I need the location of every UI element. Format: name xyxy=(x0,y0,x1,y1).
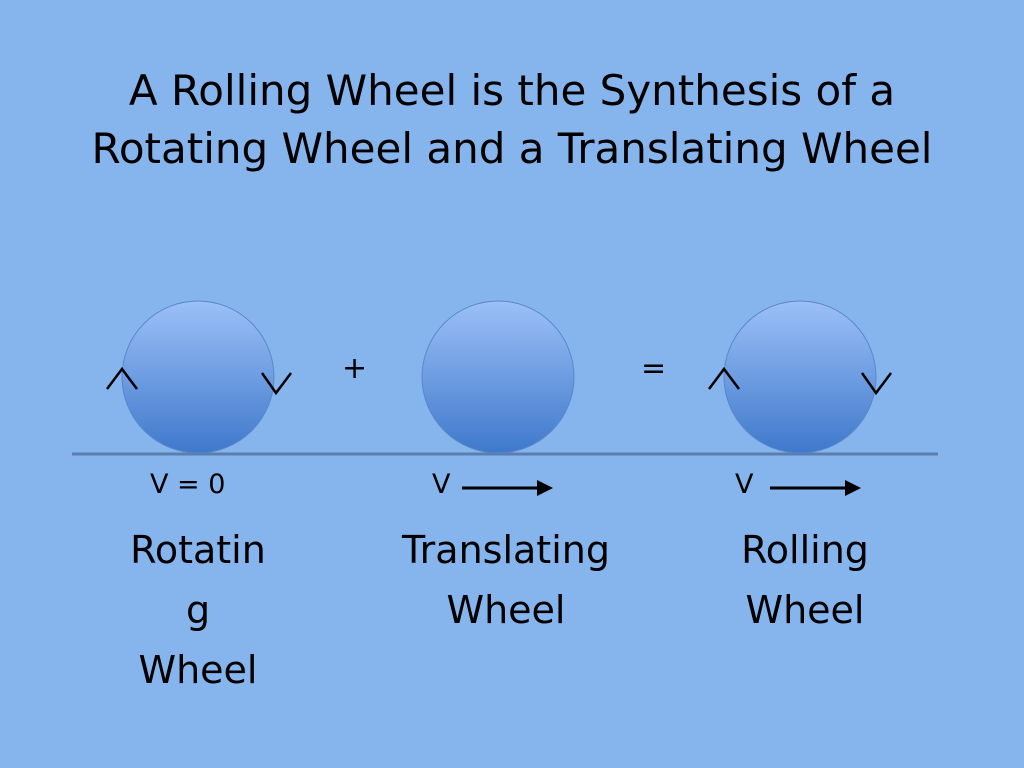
caption-line: Wheel xyxy=(446,588,566,632)
velocity-arrow-icon xyxy=(770,480,861,496)
caption-line: Translating xyxy=(402,528,610,572)
rolling-wheel xyxy=(723,300,877,454)
velocity-label-rolling: V xyxy=(735,469,754,500)
caption-line: g xyxy=(185,588,211,632)
velocity-arrow-icon xyxy=(462,480,553,496)
title-line-2: Rotating Wheel and a Translating Wheel xyxy=(91,124,933,173)
caption-line: Rotatin xyxy=(130,528,266,572)
rotation-arrow-down-icon xyxy=(260,372,292,396)
velocity-label-translating: V xyxy=(432,469,451,500)
title-line-1: A Rolling Wheel is the Synthesis of a xyxy=(128,66,896,115)
caption-translating-wheel: Translating Wheel xyxy=(386,520,626,640)
caption-line: Wheel xyxy=(138,648,258,692)
equals-operator: = xyxy=(641,351,667,386)
slide-title: A Rolling Wheel is the Synthesis of a Ro… xyxy=(0,62,1024,178)
velocity-label-rotating: V = 0 xyxy=(150,469,226,500)
caption-rolling-wheel: Rolling Wheel xyxy=(695,520,915,640)
rotation-arrow-down-icon xyxy=(860,372,892,396)
rotation-arrow-up-icon xyxy=(106,366,138,390)
caption-rotating-wheel: Rotatin g Wheel xyxy=(88,520,308,700)
translating-wheel xyxy=(421,300,575,454)
caption-line: Wheel xyxy=(745,588,865,632)
plus-operator: + xyxy=(342,351,368,386)
caption-line: Rolling xyxy=(741,528,869,572)
rotating-wheel xyxy=(121,300,275,454)
rotation-arrow-up-icon xyxy=(708,366,740,390)
